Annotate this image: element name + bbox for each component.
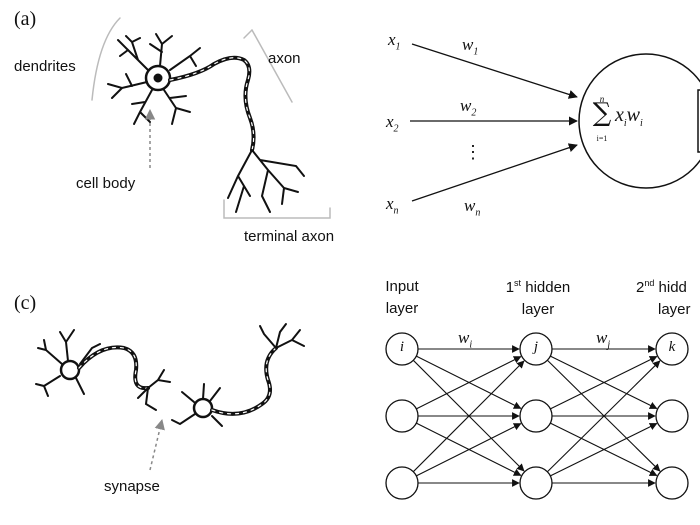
network-node (385, 332, 419, 366)
network-weight-wi: wi (458, 328, 473, 351)
network-node (385, 466, 419, 500)
synapse-label: synapse (104, 478, 160, 495)
node-i-label: i (399, 339, 405, 355)
sum-expression: xiwi (615, 104, 643, 129)
network-edge (547, 360, 661, 473)
terminal-axon-label: terminal axon (244, 228, 335, 245)
sum-lower-limit: i=1 (596, 134, 608, 143)
sum-upper-limit: n (599, 94, 605, 104)
weight-wn: wn (464, 196, 481, 219)
synapse-illustration (35, 323, 305, 427)
network-edge (416, 356, 522, 410)
weight-w1: w1 (462, 35, 479, 58)
synapse-pointer (149, 418, 165, 471)
network-weight-wj: wj (596, 328, 611, 351)
input-edge-n (411, 143, 578, 202)
panel-label-c: (c) (14, 292, 37, 314)
cell-body-label: cell body (76, 175, 136, 192)
node-j-label: j (533, 339, 539, 355)
summation-node (578, 53, 700, 189)
network-node (519, 466, 553, 500)
network-node (519, 332, 553, 366)
network-node (385, 399, 419, 433)
dendrites-label: dendrites (14, 58, 76, 75)
network-edge (550, 423, 658, 477)
network-edge (550, 356, 658, 410)
axon-label: axon (268, 50, 301, 67)
hidden2-layer-label: 2nd hidd layer (636, 278, 691, 318)
network-node (519, 399, 553, 433)
network-node (655, 466, 689, 500)
network-edges (412, 345, 661, 487)
input-xn: xn (386, 194, 399, 217)
input-x2: x2 (386, 112, 399, 135)
node-k-label: k (668, 339, 676, 355)
hidden1-layer-label: 1st hidden layer (505, 278, 571, 318)
network-node (655, 399, 689, 433)
perceptron-diagram (410, 43, 700, 202)
weight-w2: w2 (460, 96, 477, 119)
sum-symbol: ∑ (592, 98, 612, 128)
ellipsis-dots: ⋮ (464, 142, 482, 162)
activation-box-edge (697, 89, 700, 153)
network-nodes (385, 332, 689, 500)
input-edge-1 (411, 43, 578, 99)
network-node (655, 332, 689, 366)
panel-label-a: (a) (14, 8, 37, 30)
neuron-illustration (91, 17, 331, 219)
input-x1: x1 (388, 30, 401, 53)
network-edge (412, 360, 525, 473)
network-edge (416, 423, 522, 477)
